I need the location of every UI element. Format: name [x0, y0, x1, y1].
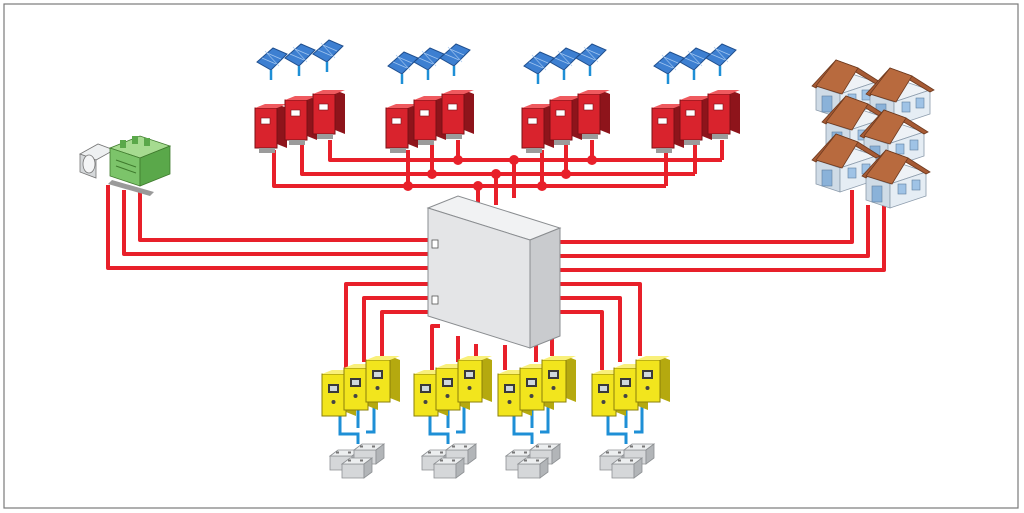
- battery-group-4: [591, 355, 671, 479]
- battery-group-3: [497, 355, 577, 479]
- pv-array-groups: [254, 38, 741, 154]
- solar-panel-icon: [311, 38, 345, 74]
- battery-icon: [611, 457, 643, 479]
- solar-panel-icon: [283, 42, 317, 78]
- pv-inverter-icon: [549, 95, 583, 146]
- solar-panel-icon: [412, 46, 446, 82]
- diagram-border: [3, 3, 1019, 509]
- ac-junction-dots: [403, 155, 597, 191]
- battery-group-1: [321, 355, 401, 479]
- pv-inverter-icon: [312, 89, 346, 140]
- solar-panel-icon: [438, 42, 472, 78]
- pv-inverter-icon: [679, 95, 713, 146]
- generator-icon: [79, 135, 172, 196]
- battery-inverter-icon: [541, 355, 577, 403]
- house-cluster: [811, 59, 935, 209]
- battery-icon: [341, 457, 373, 479]
- battery-inverter-icon: [635, 355, 671, 403]
- solar-panel-icon: [652, 50, 686, 86]
- battery-icon: [433, 457, 465, 479]
- pv-group-3: [521, 42, 611, 154]
- battery-group-2: [413, 355, 493, 479]
- pv-inverter-icon: [441, 89, 475, 140]
- battery-icon: [517, 457, 549, 479]
- solar-panel-icon: [704, 42, 738, 78]
- battery-inverter-icon: [365, 355, 401, 403]
- distribution-cabinet-icon: [426, 195, 562, 349]
- pv-group-2: [385, 42, 475, 154]
- solar-panel-icon: [574, 42, 608, 78]
- solar-panel-icon: [548, 46, 582, 82]
- pv-inverter-icon: [413, 95, 447, 146]
- solar-panel-icon: [255, 46, 289, 82]
- solar-panel-icon: [386, 50, 420, 86]
- pv-inverter-icon: [521, 103, 555, 154]
- pv-inverter-icon: [651, 103, 685, 154]
- pv-inverter-icon: [385, 103, 419, 154]
- pv-group-1: [254, 38, 346, 154]
- solar-panel-icon: [522, 50, 556, 86]
- battery-inverter-icon: [457, 355, 493, 403]
- solar-panel-icon: [678, 46, 712, 82]
- pv-inverter-icon: [284, 95, 318, 146]
- dc-link-wiring: [338, 406, 644, 444]
- pv-inverter-icon: [254, 103, 288, 154]
- pv-inverter-icon: [707, 89, 741, 140]
- pv-inverter-icon: [577, 89, 611, 140]
- pv-group-4: [651, 42, 741, 154]
